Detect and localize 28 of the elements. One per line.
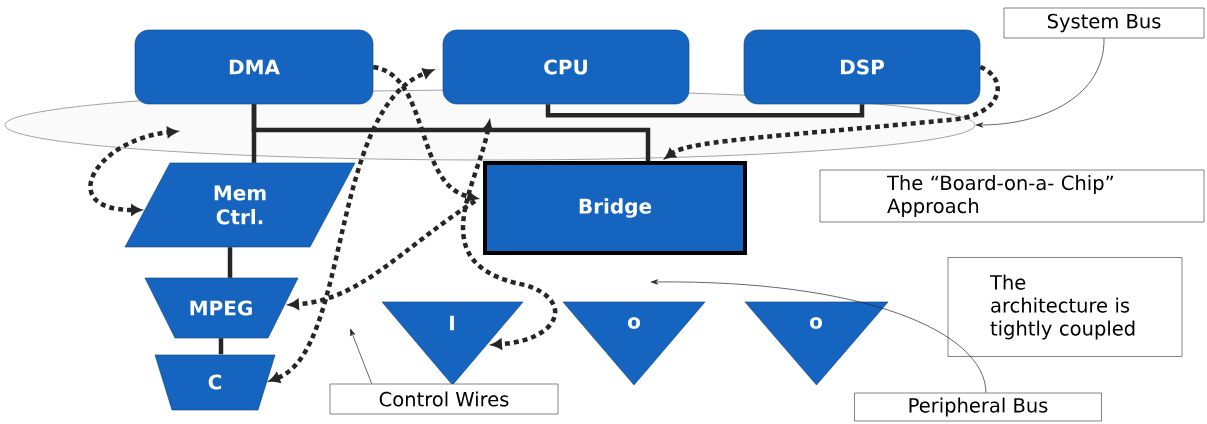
trapezoid-box: C [154, 354, 276, 411]
dotted-arrow [372, 64, 478, 202]
dotted-arrow [269, 68, 434, 383]
bus-line [251, 104, 651, 161]
rounded-box: DMA [134, 29, 374, 105]
callout-box: The architecture is tightly coupled [947, 257, 1183, 357]
triangle-box: I [381, 301, 524, 386]
callout-box: The “Board-on-a- Chip” Approach [819, 169, 1205, 223]
leader-line [975, 37, 1105, 128]
rounded-box: DSP [743, 29, 981, 105]
dotted-arrow [288, 199, 477, 310]
bridge-box: Bridge [483, 161, 747, 255]
triangle-box: o [562, 301, 706, 386]
bus-line [545, 104, 865, 118]
leader-line [350, 328, 373, 385]
parallelogram-box: Mem Ctrl. [124, 162, 356, 248]
rounded-box: CPU [442, 29, 690, 105]
bus-line [227, 247, 233, 278]
trapezoid-box: MPEG [144, 277, 299, 339]
dotted-arrow [665, 65, 1000, 159]
leader-line [650, 279, 987, 394]
triangle-box: o [744, 301, 889, 386]
dotted-arrow [88, 127, 178, 216]
bus-line [218, 338, 224, 355]
dotted-arrow [461, 120, 558, 350]
callout-box: Peripheral Bus [854, 392, 1102, 422]
callout-box: Control Wires [329, 383, 559, 415]
callout-box: System Bus [1003, 7, 1205, 39]
